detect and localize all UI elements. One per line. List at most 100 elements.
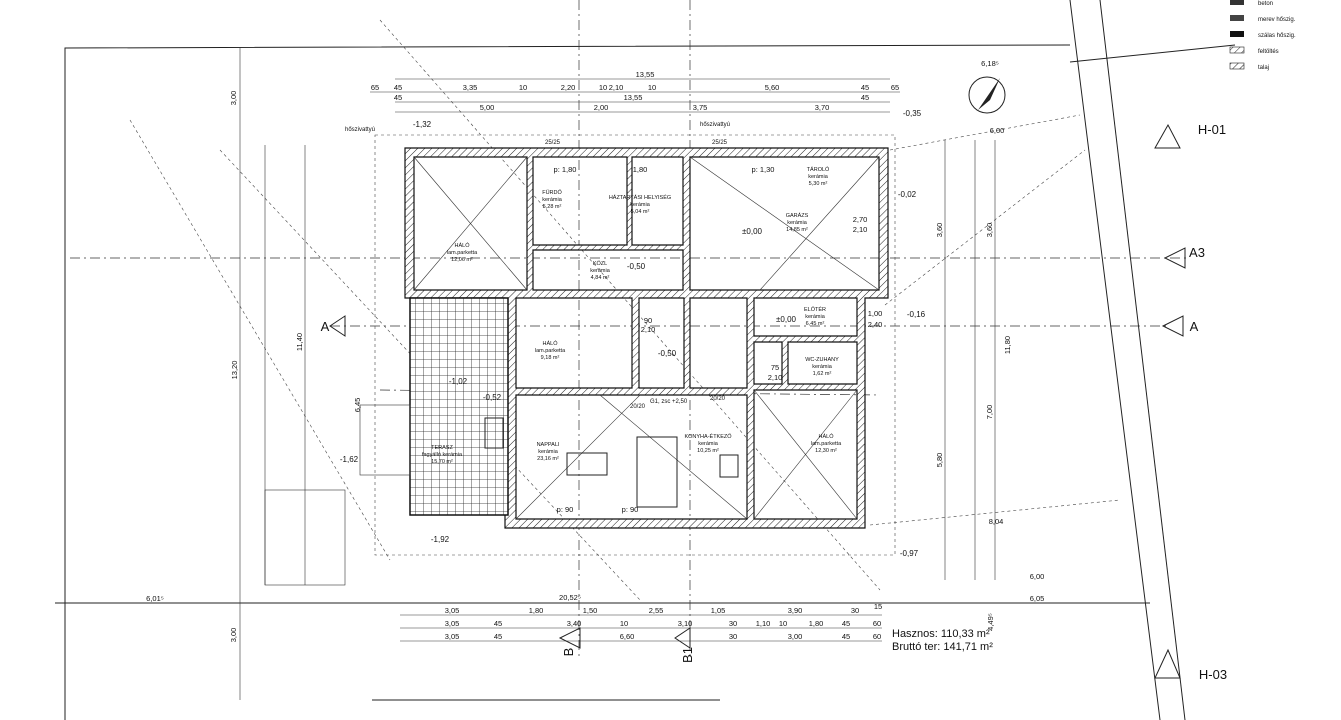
svg-text:kerámia: kerámia (805, 314, 826, 320)
svg-text:1,80: 1,80 (809, 619, 824, 628)
svg-text:kerámia: kerámia (538, 449, 559, 455)
svg-text:-0,50: -0,50 (627, 262, 646, 271)
svg-text:A: A (321, 319, 330, 334)
svg-text:A3: A3 (1189, 245, 1205, 260)
svg-text:13,55: 13,55 (636, 70, 655, 79)
svg-text:20,52⁵: 20,52⁵ (559, 593, 581, 602)
svg-text:3,60: 3,60 (935, 223, 944, 238)
svg-text:-0,52: -0,52 (483, 393, 502, 402)
svg-text:-1,32: -1,32 (413, 120, 432, 129)
svg-text:3,00: 3,00 (229, 91, 238, 106)
svg-text:NAPPALI: NAPPALI (537, 442, 560, 448)
svg-text:5,28 m²: 5,28 m² (543, 204, 562, 210)
svg-text:20/20: 20/20 (630, 404, 646, 410)
svg-text:FÜRDŐ: FÜRDŐ (542, 189, 562, 196)
svg-text:kerámia: kerámia (808, 174, 829, 180)
svg-text:B1: B1 (680, 647, 695, 663)
svg-text:H-03: H-03 (1199, 667, 1227, 682)
section-marker-h01 (1154, 123, 1181, 149)
svg-text:lam.parketta: lam.parketta (811, 441, 842, 447)
svg-text:±0,00: ±0,00 (742, 227, 763, 236)
section-marker-b (558, 627, 581, 649)
svg-text:merev hőszig.: merev hőszig. (1258, 17, 1296, 23)
legend: beton merev hőszig. szálas hőszig. feltö… (1229, 0, 1296, 71)
svg-text:3,60: 3,60 (985, 223, 994, 238)
svg-text:GARÁZS: GARÁZS (786, 212, 809, 219)
svg-text:11,80: 11,80 (1003, 336, 1012, 354)
svg-text:WC-ZUHANY: WC-ZUHANY (805, 357, 839, 363)
fill-swatch (1229, 46, 1245, 54)
svg-text:KÖZL: KÖZL (593, 260, 607, 267)
svg-text:5,60: 5,60 (765, 83, 780, 92)
svg-text:2,10: 2,10 (609, 83, 624, 92)
svg-text:1,80: 1,80 (633, 165, 648, 174)
svg-text:90: 90 (644, 316, 652, 325)
svg-text:2,10: 2,10 (853, 225, 868, 234)
svg-text:hőszivattyú: hőszivattyú (345, 127, 375, 133)
svg-text:30: 30 (851, 606, 859, 615)
svg-text:Hasznos: 110,33 m²: Hasznos: 110,33 m² (892, 628, 990, 640)
svg-text:3,35: 3,35 (463, 83, 478, 92)
svg-text:2,70: 2,70 (853, 215, 868, 224)
svg-text:2,20: 2,20 (561, 83, 576, 92)
svg-text:3,75: 3,75 (693, 103, 708, 112)
svg-text:-1,02: -1,02 (449, 377, 468, 386)
svg-text:30: 30 (729, 619, 737, 628)
beton-swatch (1230, 0, 1244, 5)
svg-text:p: 90: p: 90 (557, 505, 574, 514)
svg-text:6,01⁵: 6,01⁵ (146, 594, 164, 603)
building-walls (264, 134, 896, 586)
svg-text:H-01: H-01 (1198, 122, 1226, 137)
svg-text:-1,92: -1,92 (431, 535, 450, 544)
svg-text:45: 45 (394, 93, 402, 102)
svg-text:3,90: 3,90 (788, 606, 803, 615)
svg-text:14,85 m²: 14,85 m² (786, 227, 808, 233)
section-marker-h03 (1154, 648, 1181, 679)
svg-text:10,25 m²: 10,25 m² (697, 448, 719, 454)
svg-text:65: 65 (891, 83, 899, 92)
svg-text:TÁROLÓ: TÁROLÓ (807, 166, 830, 173)
svg-text:3,05: 3,05 (445, 632, 460, 641)
svg-text:6,00: 6,00 (990, 126, 1005, 135)
svg-text:60: 60 (873, 619, 881, 628)
svg-text:45: 45 (842, 619, 850, 628)
svg-text:kerámia: kerámia (630, 202, 651, 208)
svg-text:15,70 m²: 15,70 m² (431, 459, 453, 465)
svg-text:kerámia: kerámia (542, 197, 563, 203)
svg-text:2,00: 2,00 (594, 103, 609, 112)
svg-text:KONYHA-ÉTKEZŐ: KONYHA-ÉTKEZŐ (684, 433, 732, 440)
svg-text:4,84 m²: 4,84 m² (591, 275, 610, 281)
svg-text:45: 45 (861, 93, 869, 102)
svg-text:1,50: 1,50 (583, 606, 598, 615)
svg-text:kerámia: kerámia (698, 441, 719, 447)
svg-text:3,05: 3,05 (445, 606, 460, 615)
section-markers: H-01 A3 A A H-03 B B1 (321, 122, 1227, 682)
soil-swatch (1229, 62, 1245, 70)
svg-text:5,04 m²: 5,04 m² (631, 209, 650, 215)
svg-text:3,40: 3,40 (567, 619, 582, 628)
svg-text:6,05: 6,05 (1030, 594, 1045, 603)
svg-text:25/25: 25/25 (545, 140, 561, 146)
svg-text:1,00: 1,00 (868, 309, 883, 318)
svg-text:6,00: 6,00 (1030, 572, 1045, 581)
svg-text:7,00: 7,00 (985, 405, 994, 420)
svg-text:-0,35: -0,35 (903, 109, 922, 118)
svg-text:6,60: 6,60 (620, 632, 635, 641)
svg-text:B: B (561, 648, 576, 657)
svg-text:15: 15 (874, 602, 882, 611)
svg-text:TERASZ: TERASZ (431, 445, 453, 451)
